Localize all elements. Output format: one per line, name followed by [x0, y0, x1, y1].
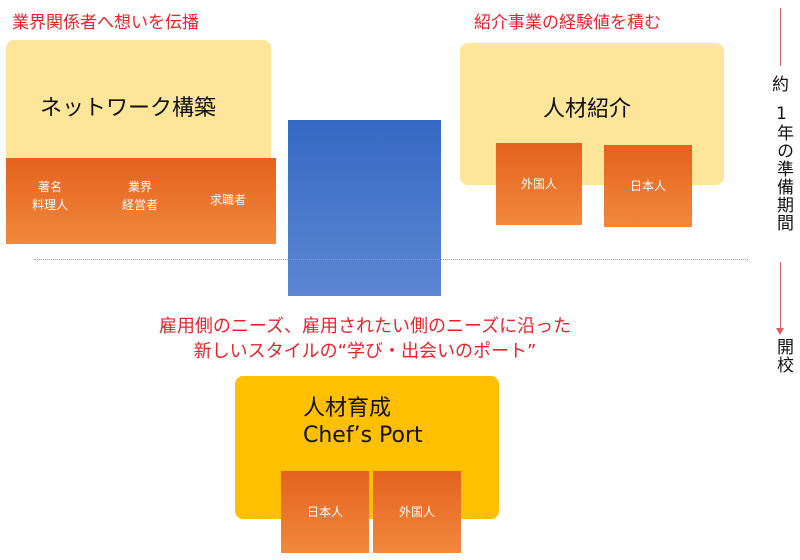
training-item-japanese: 日本人: [281, 471, 369, 553]
referral-box-title: 人材紹介: [543, 97, 632, 122]
training-item-foreign: 外国人: [373, 471, 461, 553]
network-box-title: ネットワーク構築: [40, 96, 217, 121]
prep-label-yaku: 約: [772, 75, 789, 95]
training-box-title: 人材育成: [303, 396, 392, 421]
network-item-jobseeker: 求職者: [209, 193, 246, 207]
prep-label-period: 年の準備期間: [773, 124, 793, 232]
referral-item-foreign: 外国人: [496, 143, 582, 225]
network-item-executive: 業界 経営者: [121, 180, 158, 212]
heading-right: 紹介事業の経験値を積む: [474, 13, 661, 33]
network-item-chef: 著名 料理人: [31, 180, 68, 212]
referral-item-japanese: 日本人: [604, 145, 692, 227]
timeline-line-bottom: [780, 262, 781, 330]
network-items-bar: [6, 158, 276, 244]
message-line-1: 雇用側のニーズ、雇用されたい側のニーズに沿った: [158, 316, 572, 337]
timeline-line-top: [780, 8, 781, 66]
open-label: 開校: [773, 338, 793, 374]
center-blue-block: [288, 120, 441, 296]
divider-line: [34, 259, 748, 260]
message-line-2: 新しいスタイルの“学び・出会いのポート”: [193, 341, 537, 362]
training-box-subtitle: Chef’s Port: [303, 423, 423, 448]
timeline-arrowhead-icon: [776, 328, 784, 335]
prep-label-number: 1: [776, 104, 787, 124]
heading-left: 業界関係者へ想いを伝播: [12, 13, 199, 33]
